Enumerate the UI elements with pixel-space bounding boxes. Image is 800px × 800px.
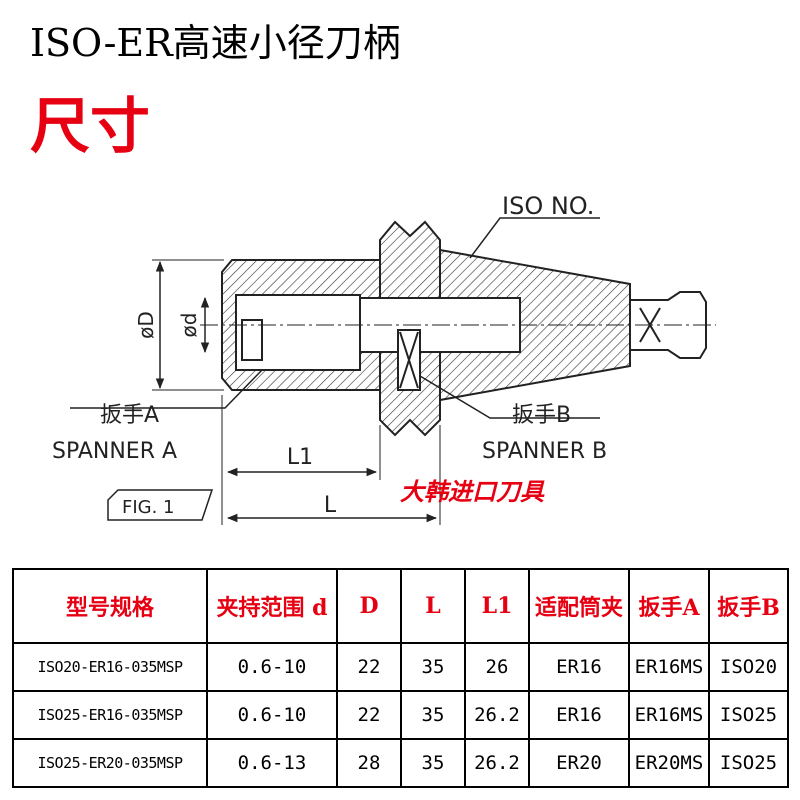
cell-model: ISO20-ER16-035MSP — [12, 642, 208, 692]
dim-L1-label: L1 — [287, 445, 313, 470]
spanner-b-en-label: SPANNER B — [482, 439, 607, 464]
fig-label: FIG. 1 — [122, 497, 175, 518]
cell-L1: 26.2 — [464, 738, 530, 788]
cell-clamp-range: 0.6-10 — [206, 690, 338, 740]
cell-spanner-b: ISO25 — [708, 690, 789, 740]
cell-L: 35 — [400, 738, 466, 788]
table-row: ISO20-ER16-035MSP 0.6-10 22 35 26 ER16 E… — [12, 642, 789, 692]
cell-spanner-a: ER16MS — [628, 690, 710, 740]
tool-holder-drawing: øD ød ISO NO. 扳手A SPANNER A 扳手B SPANNER … — [52, 192, 716, 525]
cell-model: ISO25-ER20-035MSP — [12, 738, 208, 788]
iso-no-label: ISO NO. — [502, 192, 594, 220]
cell-collet: ER20 — [528, 738, 630, 788]
spanner-b-cn-label: 扳手B — [512, 403, 571, 428]
fig-label-frame — [107, 489, 214, 521]
cell-L: 35 — [400, 642, 466, 692]
dim-D-label: øD — [134, 311, 158, 339]
col-header-collet: 适配筒夹 — [528, 568, 630, 644]
cell-clamp-range: 0.6-13 — [206, 738, 338, 788]
cell-spanner-b: ISO20 — [708, 642, 789, 692]
cell-D: 22 — [336, 642, 402, 692]
cell-L: 35 — [400, 690, 466, 740]
cell-collet: ER16 — [528, 642, 630, 692]
col-header-model: 型号规格 — [12, 568, 208, 644]
col-header-L: L — [400, 568, 466, 644]
cell-spanner-a: ER20MS — [628, 738, 710, 788]
col-header-spanner-b: 扳手B — [708, 568, 789, 644]
cell-D: 22 — [336, 690, 402, 740]
spanner-a-en-label: SPANNER A — [52, 439, 177, 464]
cell-D: 28 — [336, 738, 402, 788]
spanner-a-cn-label: 扳手A — [100, 403, 159, 428]
cell-spanner-b: ISO25 — [708, 738, 789, 788]
dim-L-label: L — [324, 493, 337, 518]
col-header-spanner-a: 扳手A — [628, 568, 710, 644]
table-header-row: 型号规格 夹持范围 d D L L1 适配筒夹 扳手A 扳手B — [12, 568, 789, 644]
table-row: ISO25-ER16-035MSP 0.6-10 22 35 26.2 ER16… — [12, 690, 789, 740]
spec-table: 型号规格 夹持范围 d D L L1 适配筒夹 扳手A 扳手B ISO20-ER… — [12, 568, 789, 788]
cell-L1: 26 — [464, 642, 530, 692]
cell-clamp-range: 0.6-10 — [206, 642, 338, 692]
page-subtitle: 尺寸 — [30, 92, 150, 162]
table-row: ISO25-ER20-035MSP 0.6-13 28 35 26.2 ER20… — [12, 738, 789, 788]
cell-spanner-a: ER16MS — [628, 642, 710, 692]
col-header-clamp-range: 夹持范围 d — [206, 568, 338, 644]
cell-model: ISO25-ER16-035MSP — [12, 690, 208, 740]
dim-d-label: ød — [177, 313, 201, 338]
col-header-L1: L1 — [464, 568, 530, 644]
cell-L1: 26.2 — [464, 690, 530, 740]
watermark-text: 大韩进口刀具 — [400, 477, 544, 506]
col-header-D: D — [336, 568, 402, 644]
cell-collet: ER16 — [528, 690, 630, 740]
page-title: ISO-ER高速小径刀柄 — [30, 21, 401, 65]
